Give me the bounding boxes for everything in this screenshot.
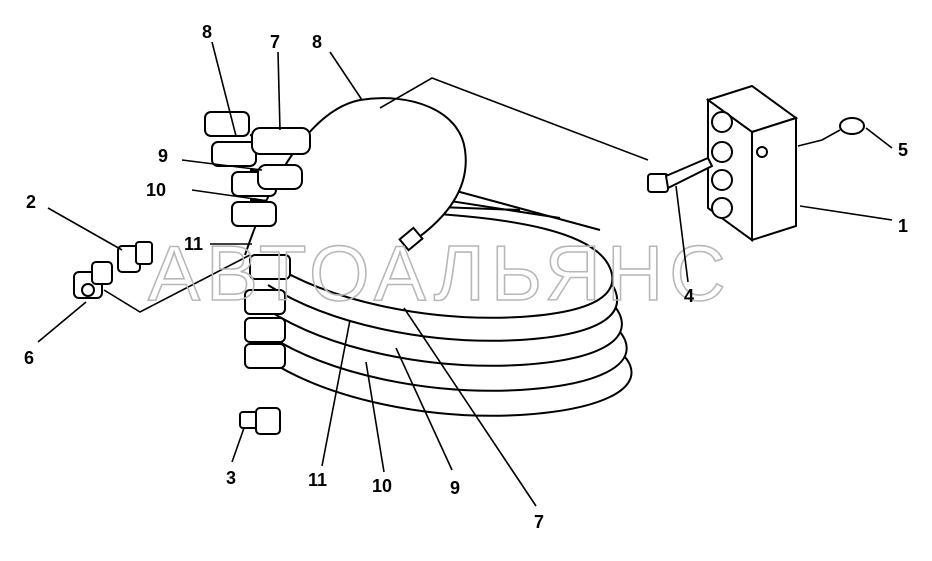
leader-6-to-assembly	[103, 254, 251, 313]
callouts: 8 7 8 9 10 11 2 6 3 11 10 9 7 4 5 1	[24, 22, 908, 532]
fitting-stack-lower	[244, 254, 291, 369]
adapter-2	[117, 241, 153, 273]
fitting-lower-2	[244, 289, 286, 315]
callout-10-lower: 10	[372, 476, 392, 496]
elbow-fitting-3	[239, 407, 281, 435]
leader-5-to-block	[797, 129, 841, 147]
watermark-text: АВТОАЛЬЯНС	[148, 229, 732, 317]
callout-9-lower: 9	[450, 478, 460, 498]
callout-6: 6	[24, 348, 34, 368]
callout-1: 1	[898, 216, 908, 236]
callout-3: 3	[226, 468, 236, 488]
callout-8-top: 8	[312, 32, 322, 52]
manifold-block-1	[705, 84, 799, 242]
callout-9-upper: 9	[158, 146, 168, 166]
fitting-stack-upper	[204, 111, 311, 227]
ferrule-9	[257, 164, 303, 190]
fitting-upper-4	[231, 201, 277, 227]
callout-7-top: 7	[270, 32, 280, 52]
callout-10-upper: 10	[146, 180, 166, 200]
hose-end-fitting	[398, 226, 424, 252]
ferrule-7	[251, 127, 311, 155]
leader-lines	[37, 41, 893, 507]
fitting-upper-1	[204, 111, 250, 137]
callout-11-upper: 11	[184, 234, 203, 254]
elbow-fitting-6	[73, 261, 113, 299]
fitting-lower-1	[249, 254, 291, 280]
callout-2: 2	[26, 192, 36, 212]
fitting-lower-4	[244, 343, 286, 369]
fitting-upper-2	[211, 141, 257, 167]
fitting-lower-3	[244, 317, 286, 343]
callout-11-lower: 11	[308, 470, 327, 490]
callout-4: 4	[684, 286, 694, 306]
bolt-4	[647, 156, 714, 193]
o-ring-5	[839, 117, 865, 135]
callout-8-top-left: 8	[202, 22, 212, 42]
connection-line	[379, 77, 649, 161]
callout-5: 5	[898, 140, 908, 160]
callout-7-lower: 7	[534, 512, 544, 532]
